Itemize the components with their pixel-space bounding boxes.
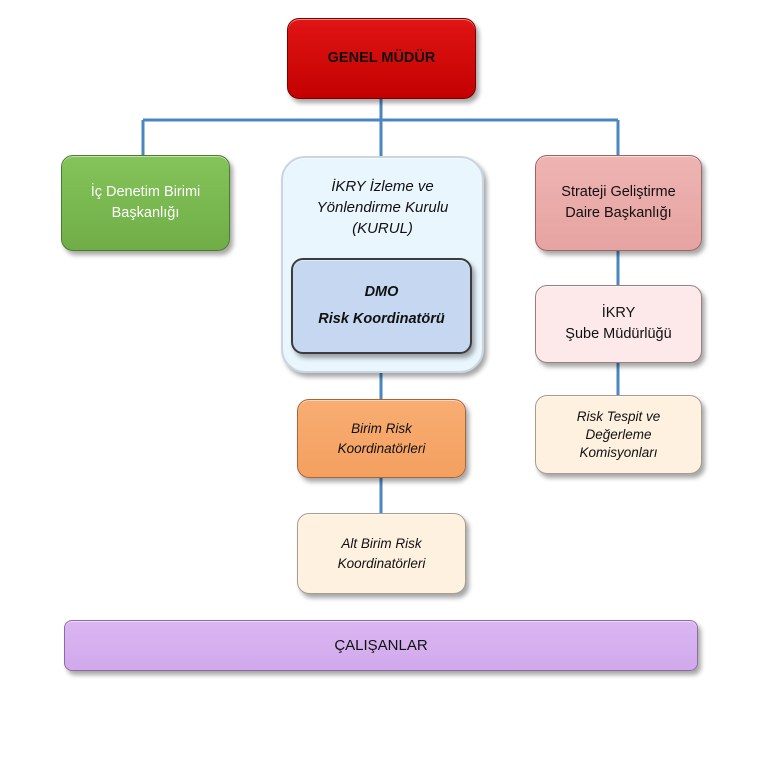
dmo-label-line2: Risk Koordinatörü: [318, 311, 445, 327]
genel-mudur-label: GENEL MÜDÜR: [327, 50, 436, 66]
calisanlar-box: ÇALIŞANLAR: [64, 620, 698, 671]
birim-risk-label-line2: Koordinatörleri: [337, 440, 426, 456]
ic-denetim-box: İç Denetim Birimi Başkanlığı: [61, 155, 230, 251]
alt-birim-risk-label-line1: Alt Birim Risk: [341, 535, 422, 551]
risk-tespit-label-line3: Komisyonları: [579, 444, 658, 460]
kurul-label-line2: Yönlendirme Kurulu: [316, 199, 449, 216]
ic-denetim-label-line1: İç Denetim Birimi: [90, 184, 201, 200]
risk-tespit-label-line2: Değerleme: [585, 426, 652, 442]
kurul-label-line1: İKRY İzleme ve: [331, 178, 434, 195]
alt-birim-risk-box: Alt Birim Risk Koordinatörleri: [297, 513, 466, 594]
risk-tespit-label-line1: Risk Tespit ve: [576, 408, 661, 424]
ic-denetim-label-line2: Başkanlığı: [111, 205, 180, 221]
dmo-label-line1: DMO: [364, 284, 399, 300]
ikry-sube-label-line1: İKRY: [601, 305, 636, 321]
strateji-label-line2: Daire Başkanlığı: [565, 205, 672, 221]
calisanlar-label: ÇALIŞANLAR: [334, 637, 428, 654]
birim-risk-label-line1: Birim Risk: [351, 420, 412, 436]
genel-mudur-box: GENEL MÜDÜR: [287, 18, 476, 99]
kurul-label-line3: (KURUL): [352, 220, 413, 237]
ikry-sube-box: İKRY Şube Müdürlüğü: [535, 285, 702, 363]
birim-risk-box: Birim Risk Koordinatörleri: [297, 399, 466, 478]
dmo-box: DMO Risk Koordinatörü: [291, 258, 472, 354]
strateji-box: Strateji Geliştirme Daire Başkanlığı: [535, 155, 702, 251]
risk-tespit-box: Risk Tespit ve Değerleme Komisyonları: [535, 395, 702, 474]
alt-birim-risk-label-line2: Koordinatörleri: [337, 555, 426, 571]
ikry-sube-label-line2: Şube Müdürlüğü: [565, 326, 672, 342]
strateji-label-line1: Strateji Geliştirme: [561, 184, 676, 200]
